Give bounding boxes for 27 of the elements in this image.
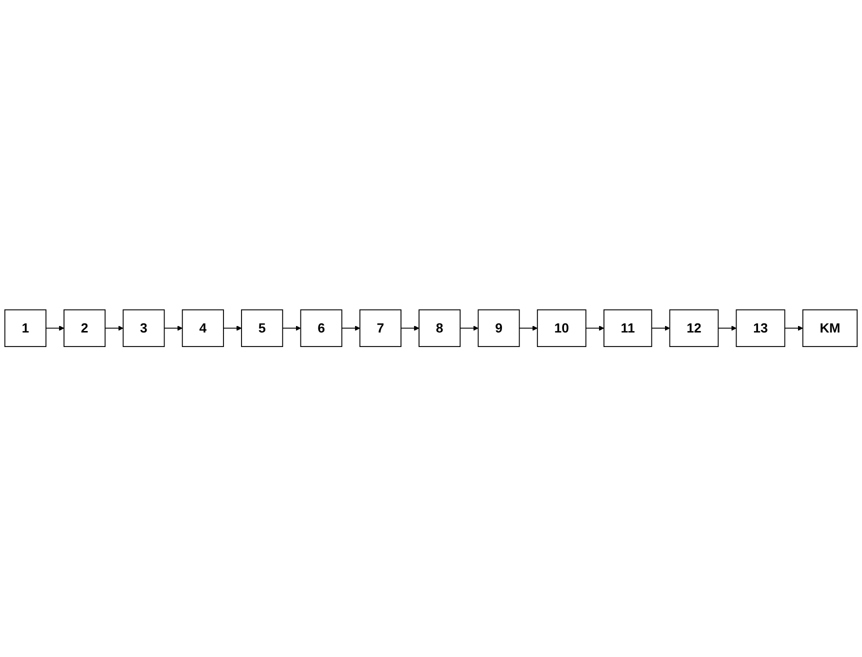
node-box: 9 <box>478 310 520 348</box>
node-box: KM <box>802 310 858 348</box>
node-box: 3 <box>122 310 165 348</box>
arrow <box>400 326 420 332</box>
arrow <box>784 326 804 332</box>
node-box: 13 <box>736 310 786 348</box>
node-box: 10 <box>536 310 586 348</box>
arrow <box>651 326 670 332</box>
arrow <box>282 326 301 332</box>
node-box: 11 <box>603 310 652 348</box>
arrow <box>45 326 64 332</box>
node-box: 7 <box>359 310 402 348</box>
node-box: 1 <box>4 310 46 348</box>
node-box: 6 <box>300 310 342 348</box>
arrow <box>460 326 478 332</box>
arrow <box>718 326 737 332</box>
arrow <box>223 326 242 332</box>
node-box: 2 <box>64 310 106 348</box>
node-box: 8 <box>418 310 461 348</box>
node-box: 12 <box>669 310 719 348</box>
arrow <box>518 326 538 332</box>
node-box: 4 <box>182 310 224 348</box>
arrow <box>341 326 360 332</box>
arrow <box>104 326 124 332</box>
node-box: 5 <box>241 310 284 348</box>
arrow <box>585 326 604 332</box>
arrow <box>164 326 183 332</box>
